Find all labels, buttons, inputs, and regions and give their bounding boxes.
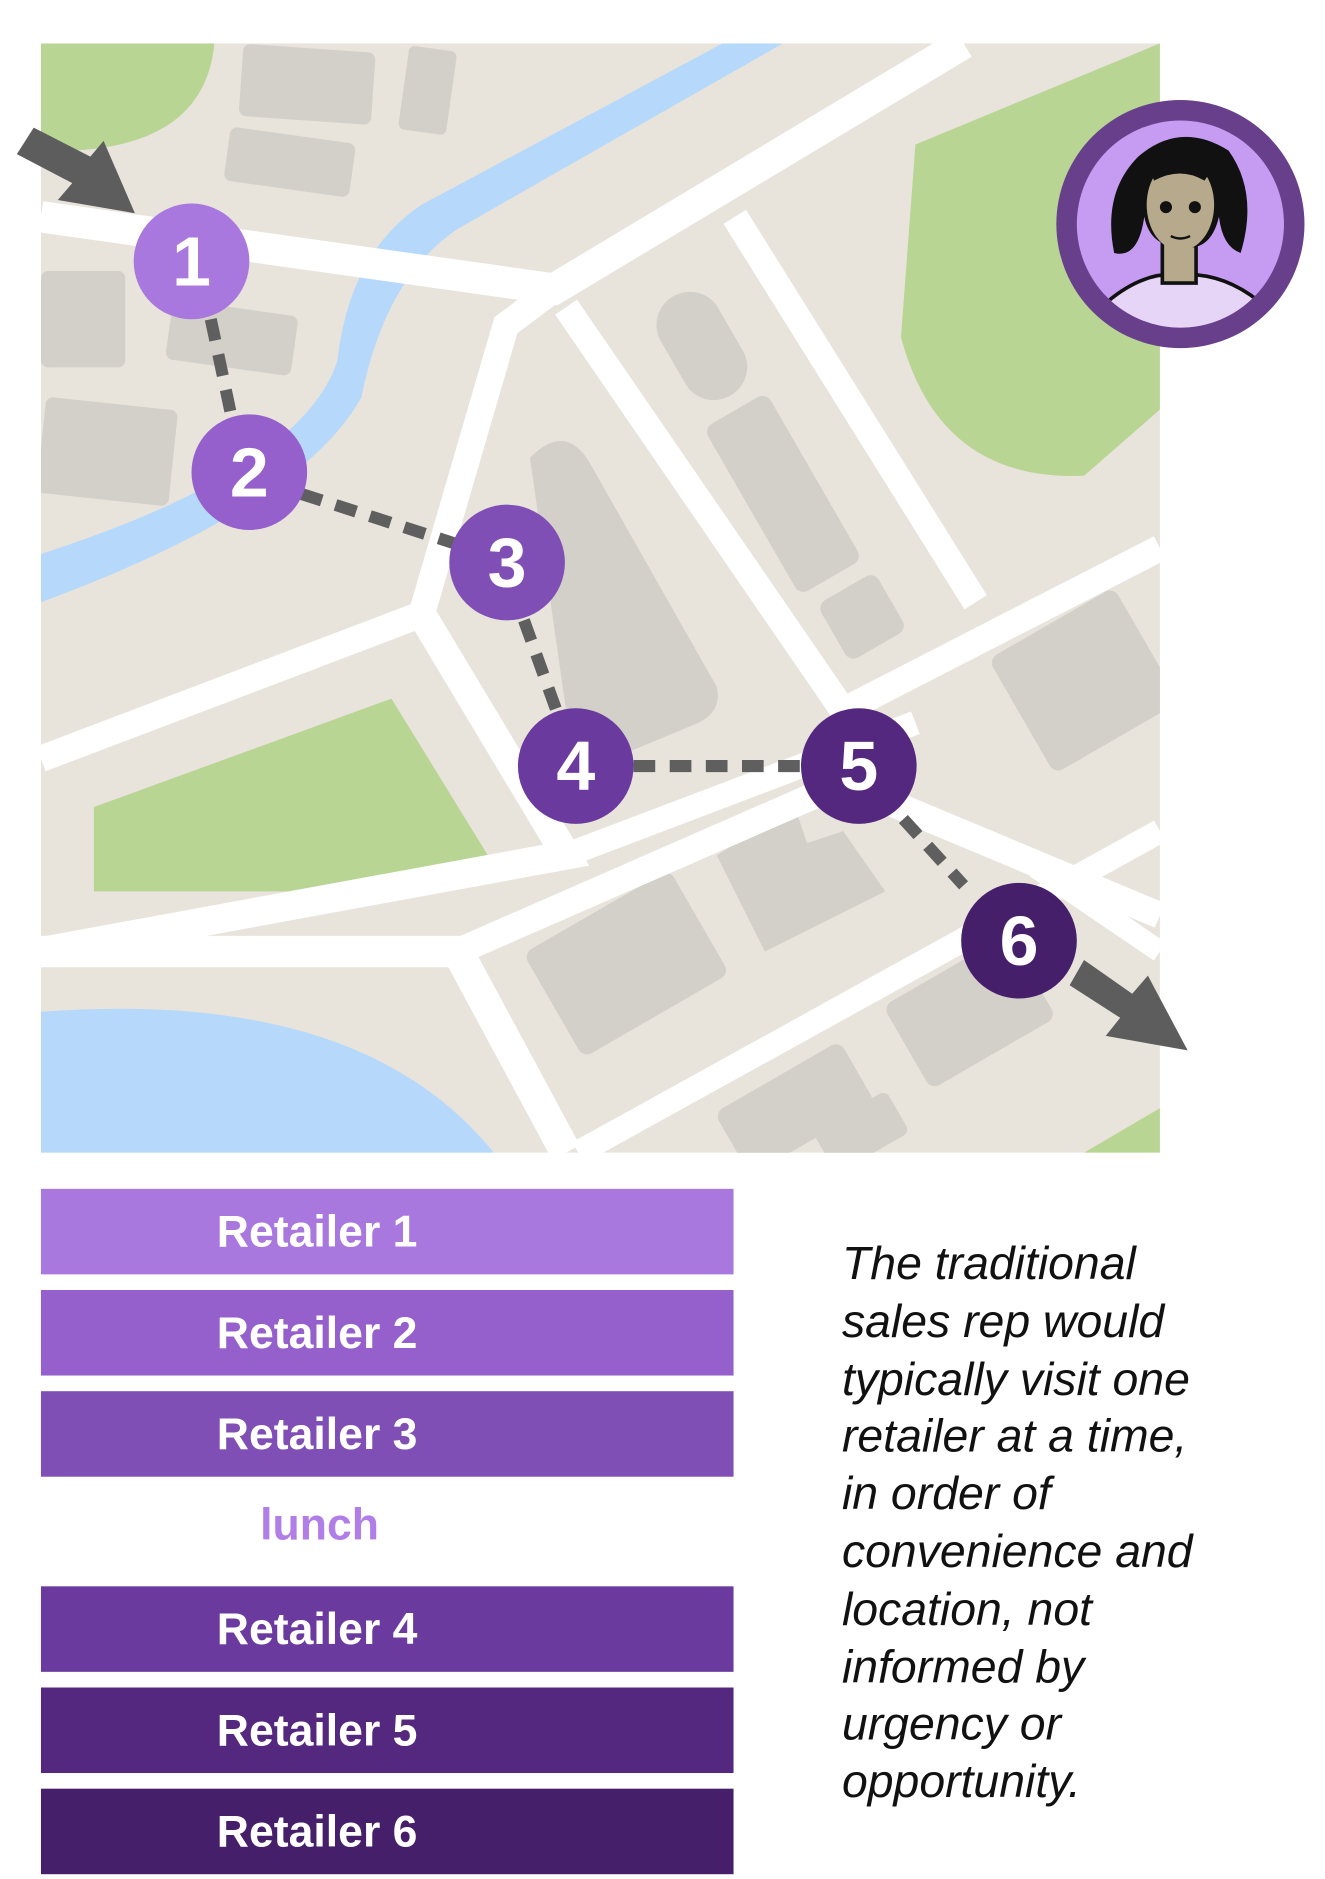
stop-marker-5: 5 xyxy=(800,708,917,824)
arrow-in-icon xyxy=(16,127,135,214)
explanation-text: The traditional sales rep would typicall… xyxy=(841,1238,1193,1809)
stop-marker-6: 6 xyxy=(961,882,1077,999)
schedule-item-retailer-4: Retailer 4 xyxy=(40,1586,734,1672)
schedule-item-retailer-1: Retailer 1 xyxy=(40,1188,734,1275)
stop-marker-3: 3 xyxy=(449,504,565,621)
river xyxy=(40,43,783,603)
schedule-item-retailer-6: Retailer 6 xyxy=(40,1788,734,1875)
stop-number: 4 xyxy=(556,727,595,805)
stop-number: 6 xyxy=(1000,902,1039,980)
stop-number: 3 xyxy=(488,524,527,602)
stop-circle xyxy=(800,708,917,824)
route-map: 1 2 3 4 5 6 xyxy=(16,43,1305,1153)
stop-circle xyxy=(191,414,308,530)
stop-marker-1: 1 xyxy=(133,203,250,320)
schedule-item-lunch: lunch xyxy=(260,1499,380,1549)
stop-marker-2: 2 xyxy=(191,414,308,530)
buildings xyxy=(40,44,1160,1153)
sales-rep-avatar xyxy=(1056,99,1305,349)
stop-circle xyxy=(133,203,250,320)
schedule-item-retailer-5: Retailer 5 xyxy=(40,1687,734,1774)
route-path xyxy=(204,317,969,890)
arrow-out-icon xyxy=(1069,959,1188,1051)
stop-marker-4: 4 xyxy=(517,708,634,824)
stop-circle xyxy=(449,504,565,621)
route-arrows xyxy=(16,127,1188,1051)
stop-number: 2 xyxy=(230,433,269,511)
stop-circle xyxy=(517,708,634,824)
stop-number: 5 xyxy=(839,727,878,805)
schedule-item-retailer-3: Retailer 3 xyxy=(40,1391,734,1477)
stop-circle xyxy=(961,882,1077,999)
stop-number: 1 xyxy=(172,222,211,300)
schedule-item-retailer-2: Retailer 2 xyxy=(40,1290,734,1376)
